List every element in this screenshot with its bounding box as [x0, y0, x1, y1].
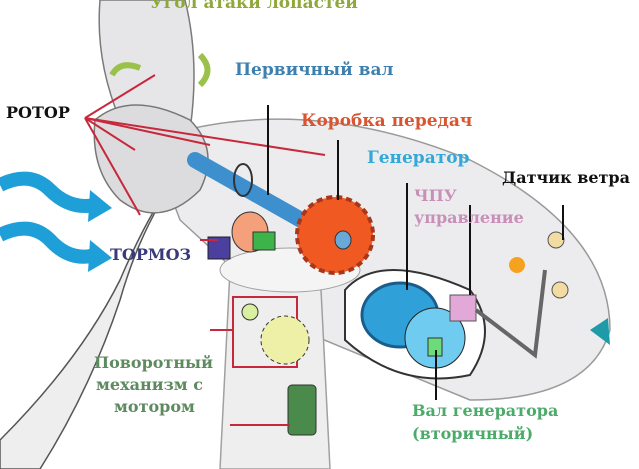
label-gen-shaft-line2: (вторичный) [412, 424, 534, 443]
anemometer-cup [547, 231, 565, 249]
anemometer-cup [509, 257, 525, 273]
brake-shaft [252, 231, 276, 251]
label-gen-shaft-line1: Вал генератора [412, 401, 559, 420]
tower [219, 269, 331, 469]
rotor-leader-lines [84, 74, 326, 426]
wind-arrowhead-icon [88, 240, 112, 272]
label-yaw-line1: Поворотный [94, 353, 213, 372]
anemometer-cup [551, 281, 569, 299]
nacelle [149, 118, 611, 401]
label-main-shaft: Первичный вал [235, 60, 394, 80]
label-blade-pitch: Угол атаки лопастей [150, 0, 358, 13]
wind-vane [590, 318, 610, 345]
controller-box [449, 294, 477, 322]
label-yaw-line3: мотором [114, 397, 195, 416]
main-shaft [187, 152, 318, 233]
label-wind-sensor: Датчик ветра [502, 168, 630, 187]
bearing [233, 163, 253, 197]
brake-caliper [207, 236, 231, 260]
wind-arrow-icon [0, 221, 97, 264]
yaw-motor [287, 384, 317, 436]
pitch-arrow-right-icon [197, 52, 211, 88]
label-brake: ТОРМОЗ [110, 245, 192, 264]
label-rotor: РОТОР [6, 103, 70, 122]
label-yaw-line2: механизм с [96, 375, 203, 394]
blade-lower [0, 179, 176, 469]
label-gearbox: Коробка передач [301, 111, 473, 131]
label-generator: Генератор [367, 148, 470, 168]
leader-lines [267, 105, 564, 400]
gear-hub [334, 230, 352, 250]
yaw-pinion [241, 303, 259, 321]
sensor-mast [474, 269, 547, 359]
label-controller-line1: ЧПУ [414, 186, 457, 205]
wind-arrow-icon [0, 171, 97, 213]
wind-arrowhead-icon [88, 190, 112, 222]
gearbox-gear [295, 195, 375, 275]
pitch-arrow-left-icon [109, 62, 142, 77]
label-controller-line2: управление [414, 208, 524, 227]
yaw-gear [260, 315, 310, 365]
